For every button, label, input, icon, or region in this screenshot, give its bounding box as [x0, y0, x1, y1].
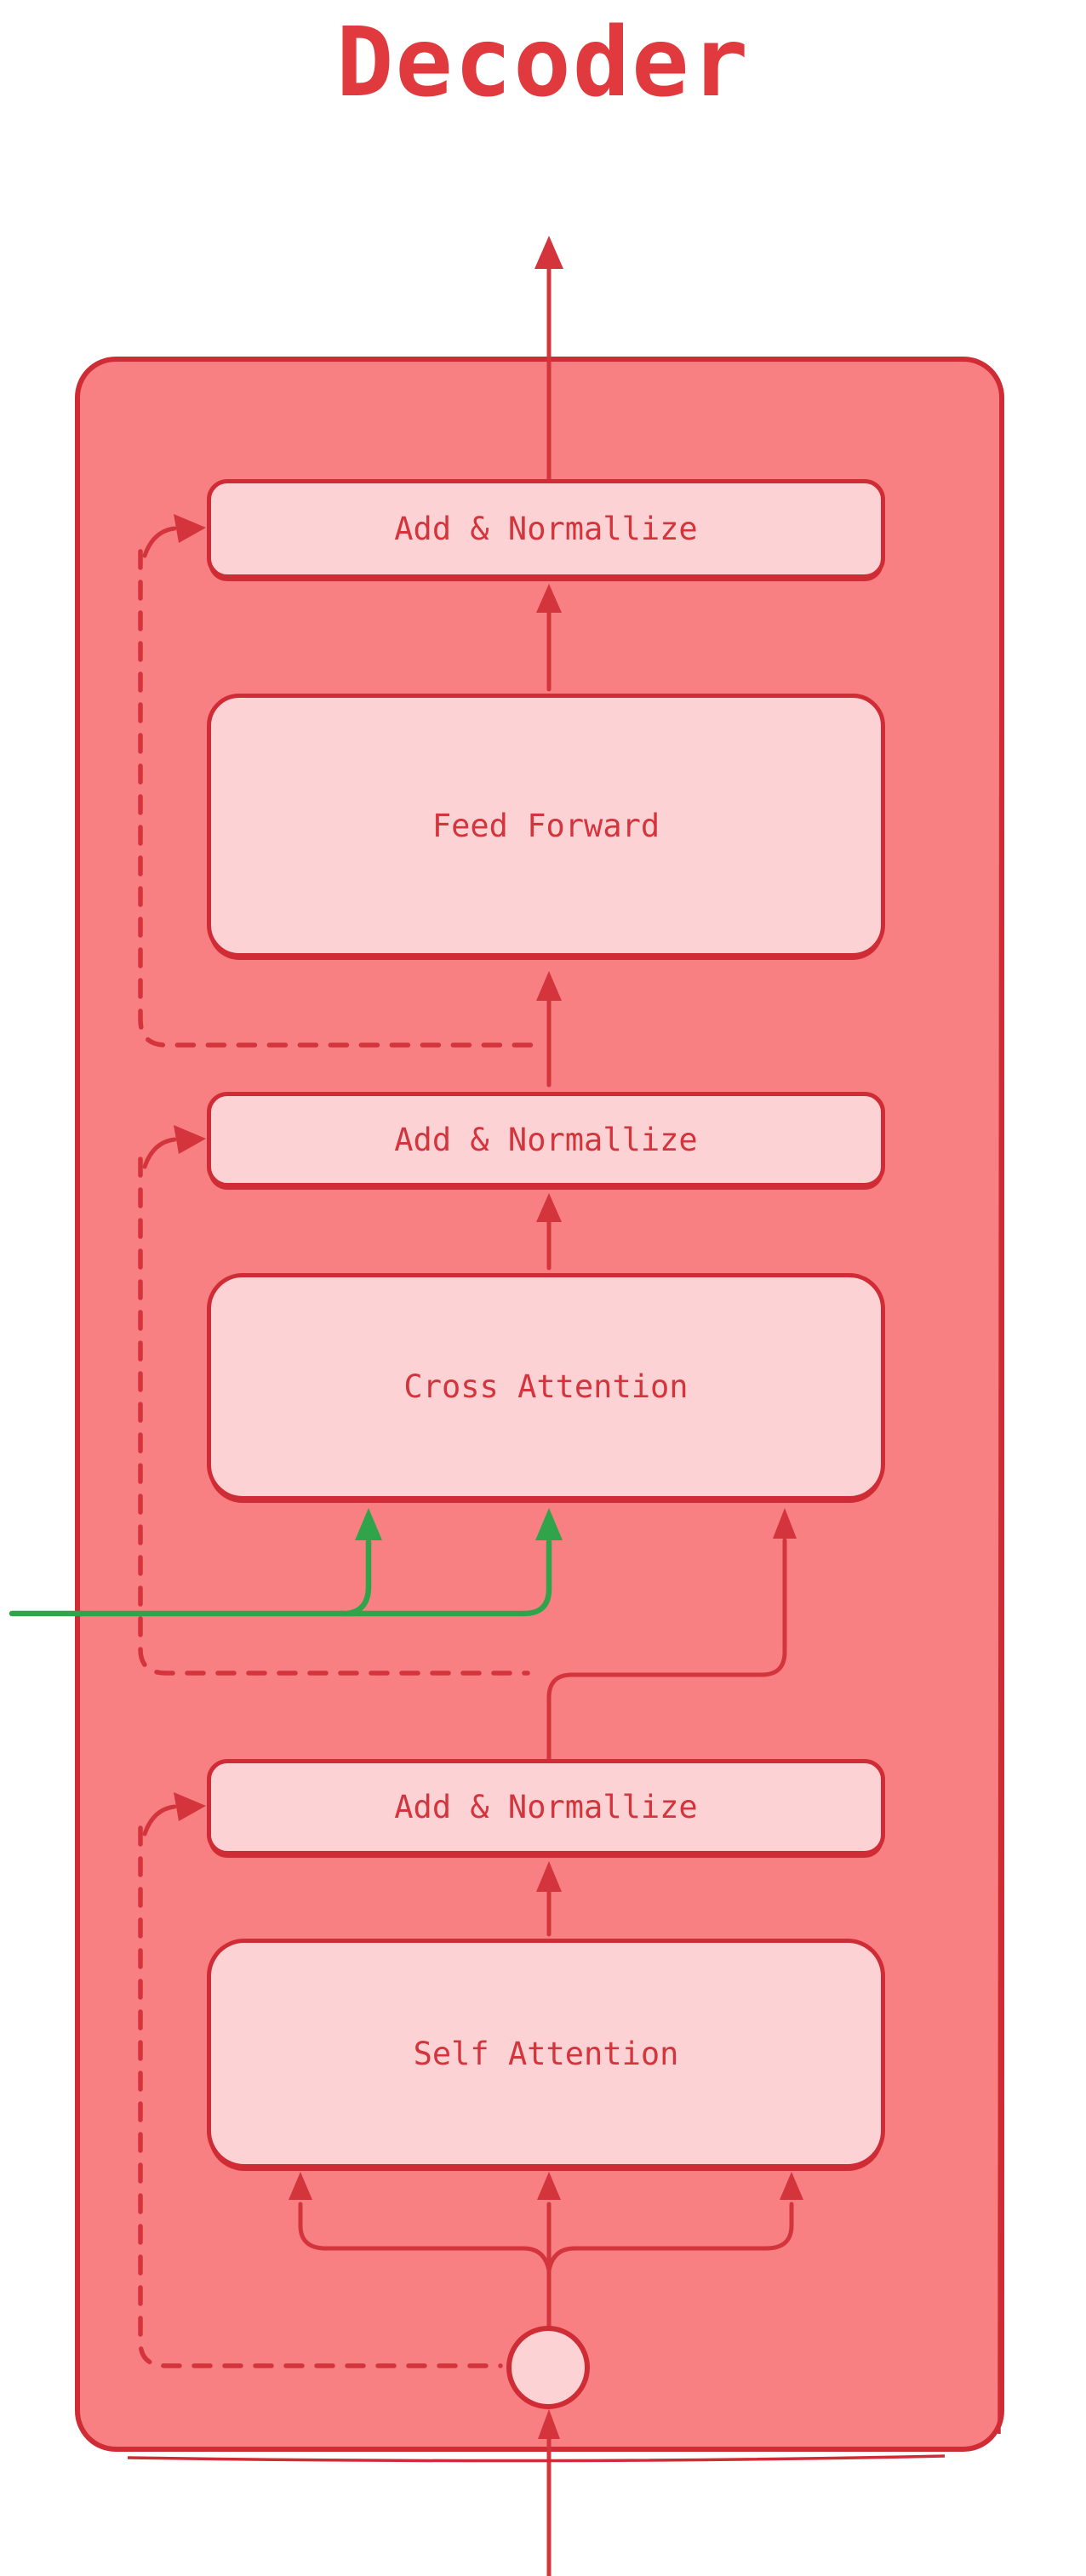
arrow-sa-to-addnorm-bottom	[536, 1861, 562, 1937]
node-add-normallize-middle: Add & Normallize	[207, 1092, 885, 1187]
skip-dashed-top	[138, 514, 534, 1048]
node-label: Add & Normallize	[394, 1121, 698, 1158]
node-label: Add & Normallize	[394, 1789, 698, 1825]
diagram-title: Decoder	[335, 8, 750, 118]
arrow-addnorm-bottom-to-ca	[546, 1508, 797, 1762]
green-encoder-input-arrows	[9, 1508, 563, 1617]
node-feed-forward: Feed Forward	[207, 694, 885, 957]
node-label: Add & Normallize	[394, 511, 698, 547]
output-arrow	[534, 236, 563, 482]
node-add-normallize-bottom: Add & Normallize	[207, 1759, 885, 1855]
trident-junction-to-sa	[289, 2172, 803, 2328]
node-cross-attention: Cross Attention	[207, 1273, 885, 1500]
node-self-attention: Self Attention	[207, 1939, 885, 2168]
node-add-normallize-top: Add & Normallize	[207, 479, 885, 579]
input-arrow	[538, 2409, 560, 2576]
node-label: Feed Forward	[432, 807, 660, 844]
skip-dashed-bottom	[138, 1792, 503, 2368]
arrow-ca-to-addnorm-mid	[536, 1193, 562, 1271]
arrow-ff-to-addnorm-top	[536, 584, 562, 692]
skip-dashed-middle	[138, 1125, 530, 1676]
arrow-addnorm-mid-to-ff	[536, 971, 562, 1088]
node-label: Self Attention	[413, 2035, 679, 2072]
node-label: Cross Attention	[403, 1368, 689, 1405]
input-junction-node	[506, 2326, 590, 2409]
